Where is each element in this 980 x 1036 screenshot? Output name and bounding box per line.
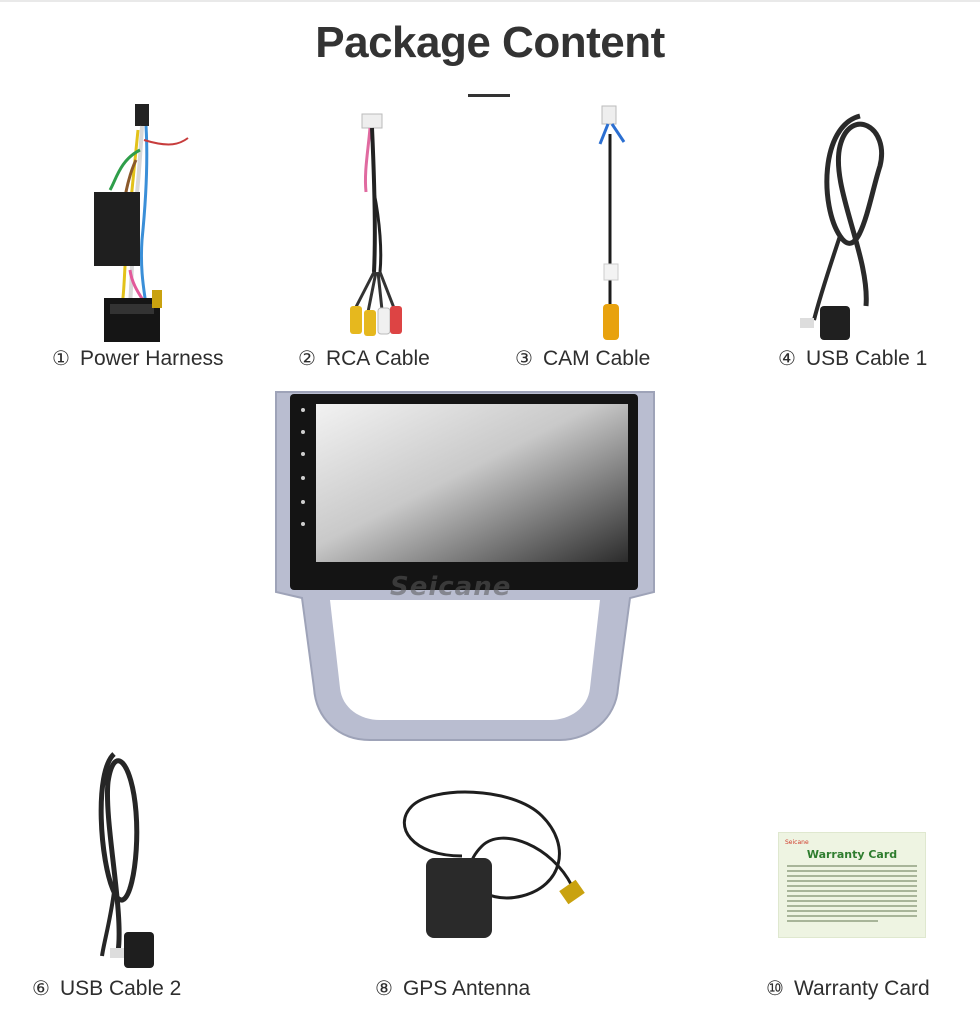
brand-watermark: Seicane xyxy=(390,572,512,602)
rca-cable-image xyxy=(340,112,410,342)
item-number: ① xyxy=(52,346,70,370)
item-number: ⑩ xyxy=(766,976,784,1000)
usb-cable-2-image xyxy=(84,742,164,974)
item-number: ④ xyxy=(778,346,796,370)
item-label: Warranty Card xyxy=(793,977,930,1000)
item-label: GPS Antenna xyxy=(402,977,531,1000)
usb-cable-1-image xyxy=(800,106,900,342)
warranty-title: Warranty Card xyxy=(806,848,898,861)
item-number: ② xyxy=(298,346,316,370)
cam-cable-image xyxy=(590,104,640,344)
item-number: ⑧ xyxy=(375,976,393,1000)
item-label: RCA Cable xyxy=(325,347,430,370)
warranty-text-lines xyxy=(787,865,917,925)
item-label: USB Cable 1 xyxy=(805,347,928,370)
warranty-brand: Seicane xyxy=(785,839,809,846)
title-underline xyxy=(468,94,510,97)
head-unit-image xyxy=(270,388,658,748)
item-number: ⑥ xyxy=(32,976,50,1000)
item-label: CAM Cable xyxy=(542,347,651,370)
caption-cam-cable: ③ CAM Cable xyxy=(515,346,650,371)
page-title: Package Content xyxy=(315,18,665,67)
power-harness-image xyxy=(80,100,190,345)
caption-warranty-card: ⑩ Warranty Card xyxy=(766,976,930,1001)
item-label: USB Cable 2 xyxy=(59,977,182,1000)
top-divider xyxy=(0,0,980,2)
caption-usb-cable-2: ⑥ USB Cable 2 xyxy=(32,976,181,1001)
caption-power-harness: ① Power Harness xyxy=(52,346,224,371)
caption-rca-cable: ② RCA Cable xyxy=(298,346,430,371)
warranty-card-image: Seicane Warranty Card xyxy=(778,832,926,938)
gps-antenna-image xyxy=(392,786,602,946)
caption-usb-cable-1: ④ USB Cable 1 xyxy=(778,346,927,371)
caption-gps-antenna: ⑧ GPS Antenna xyxy=(375,976,530,1001)
item-number: ③ xyxy=(515,346,533,370)
item-label: Power Harness xyxy=(79,347,224,370)
